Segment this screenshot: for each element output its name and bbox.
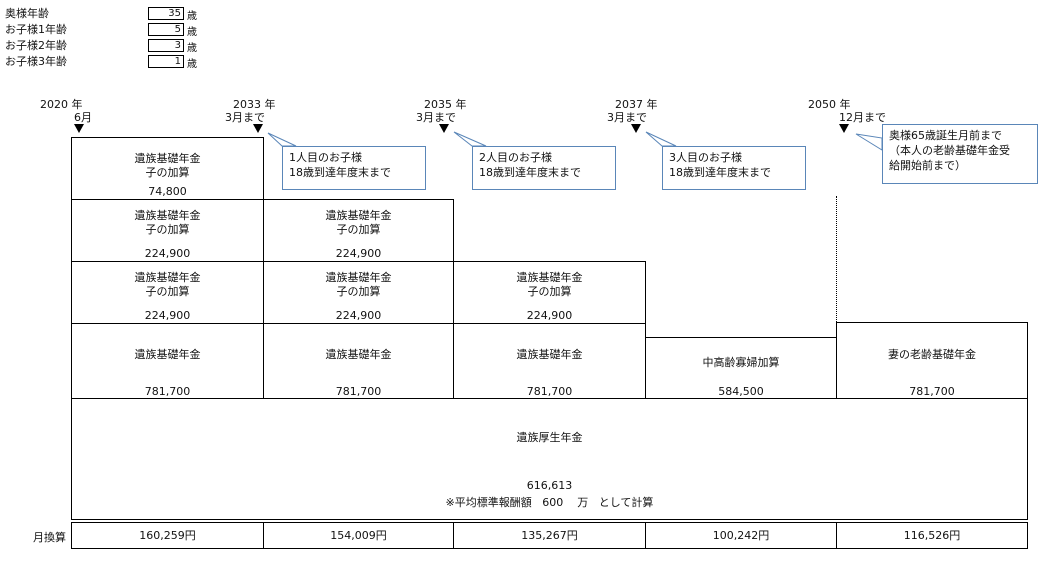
child2-age-unit: 歳 [187, 43, 197, 54]
timeline-sub-2035: 3月まで [416, 111, 456, 124]
timeline-sub-2033: 3月まで [225, 111, 265, 124]
child1-age-label: お子様1年齢 [5, 23, 67, 36]
child3-age-unit: 歳 [187, 59, 197, 70]
dotted-divider [836, 196, 837, 322]
callout-pointer-4 [855, 133, 883, 151]
kasan-value: 224,900 [335, 309, 382, 322]
timeline-marker-2050 [839, 124, 849, 133]
timeline-sub-2037: 3月まで [607, 111, 647, 124]
timeline-year-2033: 2033 年 [233, 98, 276, 111]
monthly-cell-1: 160,259円 [71, 522, 264, 549]
monthly-cell-4: 100,242円 [645, 522, 837, 549]
izoku-kosei-nenkin-cell: 遺族厚生年金 616,613 ※平均標準報酬額 600 万 として計算 [71, 398, 1028, 520]
callout-pointer-3 [645, 131, 677, 147]
izoku-kosei-title: 遺族厚生年金 [516, 431, 583, 444]
child3-age-value[interactable]: 1 [148, 55, 184, 68]
wife-age-value[interactable]: 35 [148, 7, 184, 20]
child1-age-value[interactable]: 5 [148, 23, 184, 36]
monthly-cell-3: 135,267円 [453, 522, 646, 549]
callout-pointer-2 [453, 131, 487, 147]
timeline-year-2035: 2035 年 [424, 98, 467, 111]
kasan-value: 224,900 [526, 309, 573, 322]
callout-wife65: 奥様65歳誕生月前まで（本人の老齢基礎年金受給開始前まで） [882, 124, 1038, 184]
timeline-sub-2050: 12月まで [839, 111, 886, 124]
timeline-year-2037: 2037 年 [615, 98, 658, 111]
timeline-marker-2037 [631, 124, 641, 133]
timeline-marker-2033 [253, 124, 263, 133]
kasan-cell-3-3: 遺族基礎年金 子の加算 224,900 [453, 261, 646, 324]
timeline-year-2050: 2050 年 [808, 98, 851, 111]
kasan-cell-2-2: 遺族基礎年金 子の加算 224,900 [263, 199, 454, 262]
wife-age-label: 奥様年齢 [5, 7, 49, 20]
callout-pointer-1 [267, 132, 297, 147]
child1-age-unit: 歳 [187, 27, 197, 38]
kasan-cell-3-2: 遺族基礎年金 子の加算 224,900 [263, 261, 454, 324]
izoku-kosei-note: ※平均標準報酬額 600 万 として計算 [445, 496, 654, 509]
child3-age-label: お子様3年齢 [5, 55, 67, 68]
kasan-value: 224,900 [144, 309, 191, 322]
monthly-cell-5: 116,526円 [836, 522, 1028, 549]
wife-age-unit: 歳 [187, 11, 197, 22]
kasan-cell-3-1: 遺族基礎年金 子の加算 224,900 [71, 261, 264, 324]
child2-age-value[interactable]: 3 [148, 39, 184, 52]
wife-rorei-kiso-cell: 妻の老齢基礎年金 781,700 [836, 322, 1028, 399]
chukorei-kafu-kasan-cell: 中高齢寡婦加算 584,500 [645, 337, 837, 399]
kasan-cell-1-1: 遺族基礎年金 子の加算 74,800 [71, 137, 264, 200]
izoku-kosei-value: 616,613 [526, 479, 573, 492]
timeline-marker-2035 [439, 124, 449, 133]
basic-cell-1: 遺族基礎年金 781,700 [71, 323, 264, 399]
kasan-value: 224,900 [335, 247, 382, 260]
monthly-label: 月換算 [33, 531, 66, 544]
kasan-value: 224,900 [144, 247, 191, 260]
monthly-cell-2: 154,009円 [263, 522, 454, 549]
timeline-sub-2020: 6月 [74, 111, 92, 124]
timeline-marker-2020 [74, 124, 84, 133]
timeline-year-2020: 2020 年 [40, 98, 83, 111]
basic-cell-2: 遺族基礎年金 781,700 [263, 323, 454, 399]
kasan-value: 74,800 [148, 185, 187, 198]
kasan-cell-2-1: 遺族基礎年金 子の加算 224,900 [71, 199, 264, 262]
child2-age-label: お子様2年齢 [5, 39, 67, 52]
basic-cell-3: 遺族基礎年金 781,700 [453, 323, 646, 399]
